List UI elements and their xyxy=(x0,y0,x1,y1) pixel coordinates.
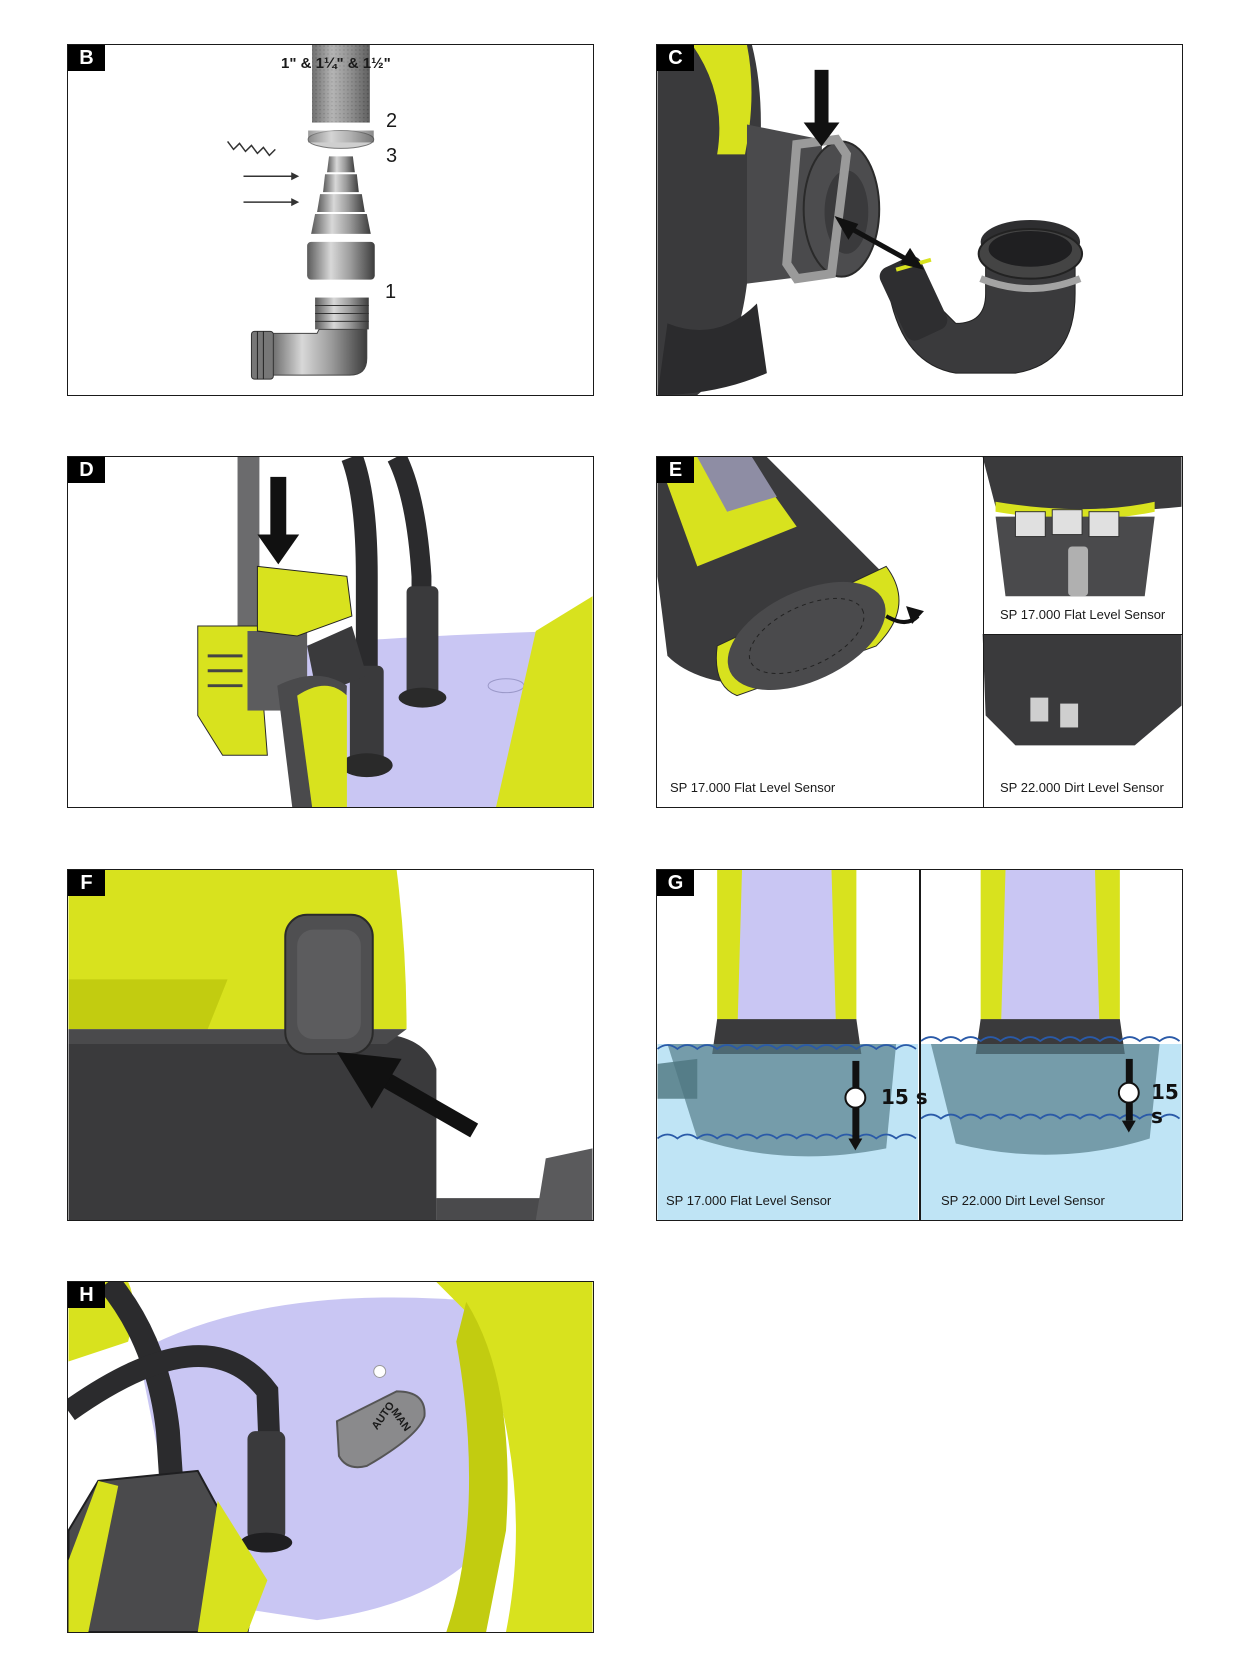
panel-e-caption-top-right: SP 17.000 Flat Level Sensor xyxy=(1000,607,1166,622)
switch-lever-illustration xyxy=(68,870,593,1220)
part-label-3: 3 xyxy=(386,145,398,167)
hose-adapter-illustration xyxy=(226,45,375,380)
panel-d: D xyxy=(67,456,594,808)
pump-base-illustration xyxy=(657,457,1182,746)
outlet-elbow-illustration xyxy=(657,45,1084,395)
panel-e-caption-main: SP 17.000 Flat Level Sensor xyxy=(670,780,836,795)
panel-f-tag: F xyxy=(68,870,105,896)
panel-e-divider-vertical xyxy=(983,457,984,807)
panel-b: B 1" & 1¼" & 1½" 2 3 1 xyxy=(67,44,594,396)
auto-man-switch-illustration xyxy=(68,1282,593,1632)
panel-h: H AUTO MAN xyxy=(67,1281,594,1633)
panel-g: G 15 s 15 s SP 17.000 Flat Level xyxy=(656,869,1183,1221)
panel-h-tag: H xyxy=(68,1282,105,1308)
panel-g-caption-right: SP 22.000 Dirt Level Sensor xyxy=(941,1193,1105,1208)
panel-d-tag: D xyxy=(68,457,105,483)
panel-b-tag: B xyxy=(68,45,105,71)
panel-g-divider xyxy=(919,870,921,1220)
panel-f: F xyxy=(67,869,594,1221)
float-switch-cable-illustration xyxy=(197,457,593,807)
panel-g-caption-left: SP 17.000 Flat Level Sensor xyxy=(666,1193,832,1208)
panel-c: C xyxy=(656,44,1183,396)
timer-right: 15 s xyxy=(1151,1080,1179,1128)
panel-g-tag: G xyxy=(657,870,694,896)
panel-e-caption-bottom-right: SP 22.000 Dirt Level Sensor xyxy=(1000,780,1164,795)
panel-e: E SP 17.000 Flat Level Sensor SP 17.000 … xyxy=(656,456,1183,808)
panel-e-divider-horizontal xyxy=(983,634,1182,635)
hose-size-label: 1" & 1¼" & 1½" xyxy=(281,55,391,72)
water-level-illustration xyxy=(657,870,1182,1220)
part-label-2: 2 xyxy=(386,110,398,132)
timer-left: 15 s xyxy=(881,1085,928,1109)
panel-c-tag: C xyxy=(657,45,694,71)
panel-e-tag: E xyxy=(657,457,694,483)
part-label-1: 1 xyxy=(385,281,397,303)
